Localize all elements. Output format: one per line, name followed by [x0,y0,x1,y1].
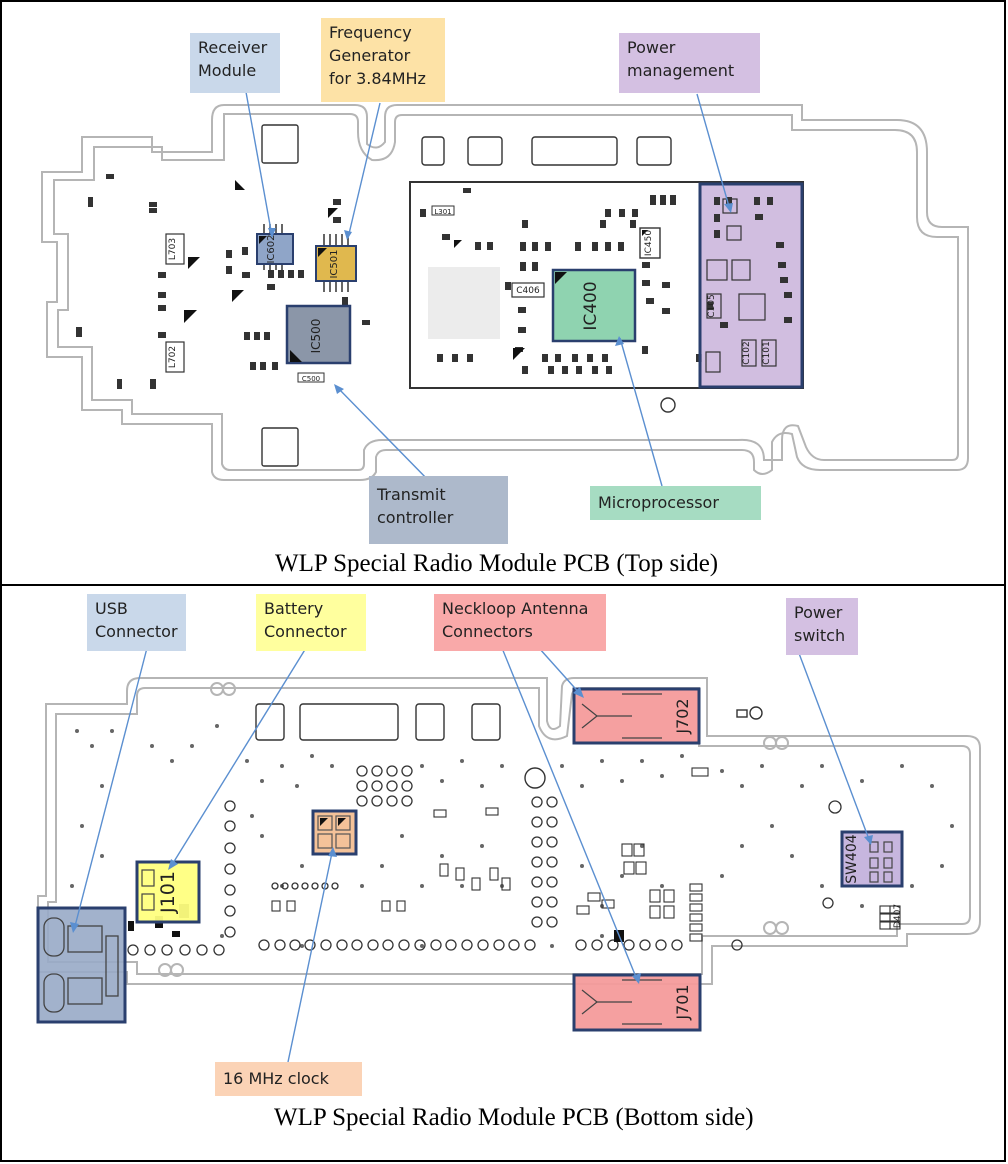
top-leader-lines [245,91,733,487]
power-management-callout: Power management [619,33,760,93]
c406-label: C406 [516,286,540,296]
c102-label: C102 [742,341,752,364]
microprocessor-chip-label: IC400 [581,281,601,330]
power-switch-callout: Power switch [786,598,858,655]
battery-connector-area: J101 [135,860,201,924]
c105-label: C105 [707,294,717,317]
microprocessor-chip: IC400 [551,268,637,343]
bottom-test-points [127,765,842,956]
microprocessor-callout: Microprocessor [590,486,761,520]
top-orientation-marks [184,180,525,360]
transmit-chip-label: IC500 [309,319,323,354]
l702-part [165,341,185,373]
bottom-side-caption: WLP Special Radio Module PCB (Bottom sid… [274,1104,754,1131]
neckloop-connector-j702: J702 [572,687,701,745]
shield-area [428,267,500,339]
power-switch-label: SW404 [844,834,860,884]
usb-connector-area [36,906,127,1024]
top-side-panel: IC602 IC501 IC500 IC400 IC450 [0,0,1006,586]
receiver-chip-label: IC602 [266,234,277,263]
l703-part [165,233,185,265]
clock-callout: 16 MHz clock [215,1062,362,1096]
ic450-label: IC450 [644,230,654,256]
frequency-chip: IC501 [315,234,357,292]
d407-label: D407 [893,904,903,928]
bottom-board-outline [37,677,981,985]
c500-label: C500 [302,375,320,383]
clock-chip-area [311,809,358,856]
frequency-chip-label: IC501 [329,249,340,278]
receiver-module-callout: Receiver Module [190,33,280,93]
j702-label: J702 [673,698,692,734]
l301-label: L301 [434,208,451,216]
battery-connector-label: J101 [157,871,179,914]
battery-connector-callout: Battery Connector [256,594,366,651]
l703-label: L703 [168,238,178,260]
bottom-small-parts [271,767,901,942]
power-management-area: C105 C102 C101 [698,182,804,389]
bottom-vias [70,724,954,948]
c101-label: C101 [762,341,772,364]
bottom-black-parts [128,904,624,942]
top-board-outline [41,104,969,481]
usb-connector-callout: USB Connector [87,594,186,651]
l301-part [431,205,455,216]
top-side-caption: WLP Special Radio Module PCB (Top side) [275,550,719,577]
neckloop-connector-j701: J701 [572,973,702,1032]
c406-part [511,282,545,298]
top-pcb-drawing: IC602 IC501 IC500 IC400 IC450 [41,91,969,487]
transmit-chip: IC500 [285,304,352,365]
j701-label: J701 [673,984,692,1020]
bottom-pads [255,703,763,789]
bottom-pcb-drawing: J101 J702 [36,647,981,1063]
bottom-side-panel: J101 J702 [0,584,1006,1162]
frequency-generator-callout: Frequency Generator for 3.84MHz [321,18,445,102]
c500-part [297,372,325,383]
bottom-leader-lines [70,647,873,1063]
transmit-controller-callout: Transmit controller [369,476,508,544]
top-pads [261,124,676,467]
power-switch-area: SW404 [840,830,904,888]
neckloop-antenna-callout: Neckloop Antenna Connectors [434,594,606,651]
receiver-chip: IC602 [256,224,294,270]
l702-label: L702 [168,346,178,368]
ic450-chip [639,227,661,259]
